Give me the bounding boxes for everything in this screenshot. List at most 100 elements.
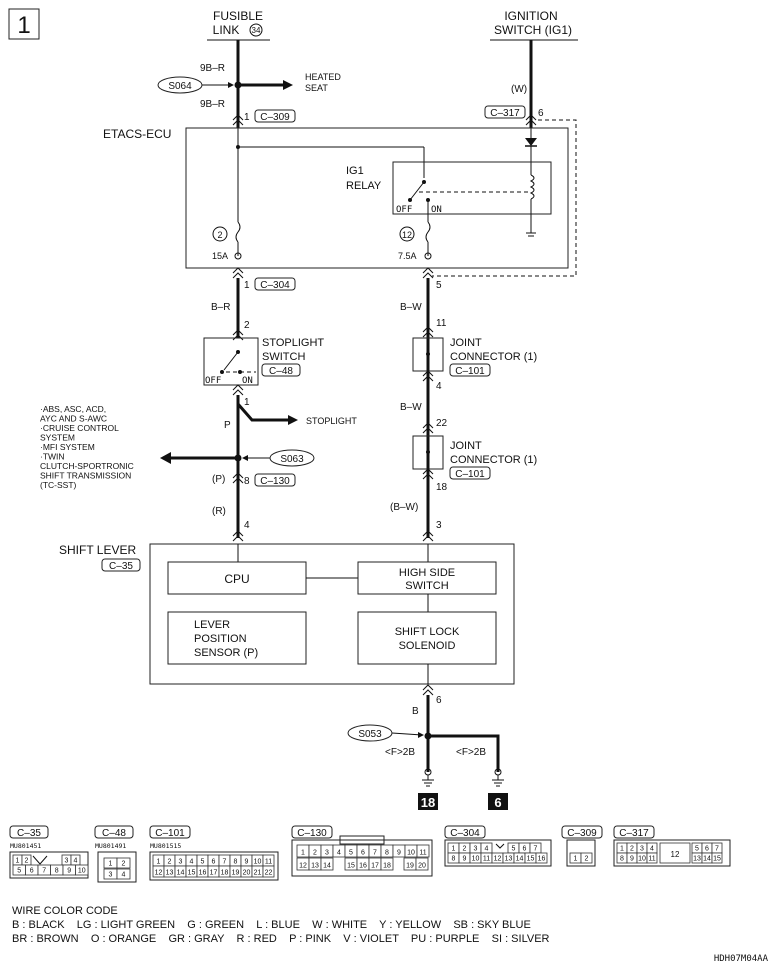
page-number: 1: [17, 12, 30, 39]
connector-pin-number: 8: [234, 859, 238, 866]
fuse-12-icon: [425, 221, 431, 243]
fuse-2-circle: [212, 226, 228, 242]
connector-pin-number: 4: [650, 846, 654, 853]
connector-pin-cell: [646, 852, 658, 864]
stoplight-label: STOPLIGHT: [306, 416, 357, 426]
etacs-ecu-box: [185, 127, 569, 269]
connector-pin-number: 1: [620, 846, 624, 853]
connector-pin-number: 5: [201, 859, 205, 866]
high-side-switch-line1: HIGH SIDE: [399, 567, 455, 579]
connector-view-label-box: [94, 825, 134, 839]
jc1-bottom-line1: JOINT: [450, 440, 482, 452]
connector-pin-cell: [659, 842, 691, 864]
wire-9b-r-top: 9B–R: [200, 63, 225, 74]
c101-bottom-label-box: [449, 466, 491, 480]
connector-view-label-box: [291, 825, 333, 839]
connector-pin-number: 10: [638, 856, 646, 863]
connector-pin-number: 2: [313, 850, 317, 857]
stoplight-arrow: [288, 415, 298, 425]
shift-lock-line1: SHIFT LOCK: [395, 626, 460, 638]
c304-chevron-left-b: [232, 272, 244, 279]
systems-list-item: (TC-SST): [40, 480, 77, 490]
connector-pin-number: 16: [359, 863, 367, 870]
c130-pin: 8: [244, 476, 250, 487]
splice-s053-label: S053: [358, 729, 382, 740]
splice-s063-oval: [269, 449, 315, 467]
c101-view-outline: [149, 851, 279, 881]
connector-pin-cell: [116, 868, 131, 880]
shift-lever-title: SHIFT LEVER: [59, 543, 136, 557]
c101-top-label-box: [449, 363, 491, 377]
c309-chevron-upper: [232, 114, 244, 121]
heated-seat-line2: SEAT: [305, 83, 328, 93]
connector-pin-number: 10: [78, 868, 86, 875]
lever-position-line1: LEVER: [194, 619, 230, 631]
relay-off-label: OFF: [396, 205, 412, 215]
shift-lever-pin3: 3: [436, 520, 442, 531]
connector-pin-cell: [380, 857, 394, 871]
wire-ground-right: [428, 734, 500, 772]
connector-pin-number: 7: [373, 850, 377, 857]
stoplight-switch-arm: [223, 351, 239, 371]
connector-part-number: MU801491: [95, 842, 126, 850]
connector-pin-number: 13: [166, 870, 174, 877]
c317-chevron-lower: [525, 119, 537, 126]
connector-pin-cell: [75, 864, 89, 876]
connector-view-label: C–309: [567, 828, 597, 839]
connector-pin-number: 5: [349, 850, 353, 857]
lever-position-line3: SENSOR (P): [194, 647, 258, 659]
wire-b: B: [412, 706, 419, 717]
connector-pin-number: 15: [347, 863, 355, 870]
heated-seat-line1: HEATED: [305, 72, 341, 82]
connector-pin-number: 18: [383, 863, 391, 870]
stoplight-switch-box: [203, 337, 259, 386]
etacs-ecu-label: ETACS-ECU: [103, 127, 171, 141]
c304-view-outline: [444, 839, 552, 867]
connector-pin-number: 6: [705, 846, 709, 853]
connector-pin-number: 21: [254, 870, 262, 877]
connector-view-label: C–317: [619, 828, 649, 839]
c304-chevron-right-b: [422, 272, 434, 279]
c304-pin5: 5: [436, 280, 442, 291]
fuse-12-amp: 7.5A: [398, 251, 417, 261]
fusible-link-number: 34: [252, 26, 261, 35]
relay-coil-icon: [529, 174, 535, 200]
connector-pin-number: 2: [585, 856, 589, 863]
connector-pin-number: 4: [74, 858, 78, 865]
wire-b-r: B–R: [211, 302, 230, 313]
connector-pin-number: 6: [30, 868, 34, 875]
ig1-relay-line2: RELAY: [346, 180, 382, 192]
jc1-bottom-pin-out: 18: [436, 482, 448, 493]
connector-pin-number: 3: [65, 858, 69, 865]
jc1-top-line1: JOINT: [450, 337, 482, 349]
connector-pin-number: 5: [512, 846, 516, 853]
ground-ref-left-box: [418, 793, 438, 810]
connector-pin-number: 11: [648, 856, 655, 863]
systems-list: ·ABS, ASC, ACD, AYC AND S-AWC·CRUISE CON…: [40, 404, 134, 490]
connector-pin-number: 1: [16, 858, 20, 865]
c317-view-outline: [613, 839, 731, 867]
fuse-12-circle: [399, 226, 415, 242]
connector-pin-number: 3: [109, 872, 113, 879]
ground-pin: 6: [436, 695, 442, 706]
ig1-relay-box: [392, 161, 552, 215]
connector-view-label-box: [561, 825, 603, 839]
systems-list-item: ·TWIN: [40, 452, 65, 462]
connector-part-number: MU801515: [150, 842, 181, 850]
connector-view-label: C–101: [155, 828, 185, 839]
connector-view-label-box: [444, 825, 486, 839]
ground-ref-left: 18: [421, 795, 435, 810]
connector-pin-number: 1: [157, 859, 161, 866]
jc1-bottom-pin-in: 22: [436, 418, 448, 429]
connector-pin-cell: [416, 844, 430, 858]
fuse-2-icon: [235, 221, 241, 243]
connector-pin-number: 17: [210, 870, 218, 877]
connector-pin-number: 3: [325, 850, 329, 857]
connector-view-label-box: [149, 825, 191, 839]
connector-view-label: C–304: [450, 828, 480, 839]
c309-pin: 1: [244, 112, 250, 123]
c304-chevron-right-a: [422, 267, 434, 274]
connector-pin-number: 15: [527, 856, 535, 863]
